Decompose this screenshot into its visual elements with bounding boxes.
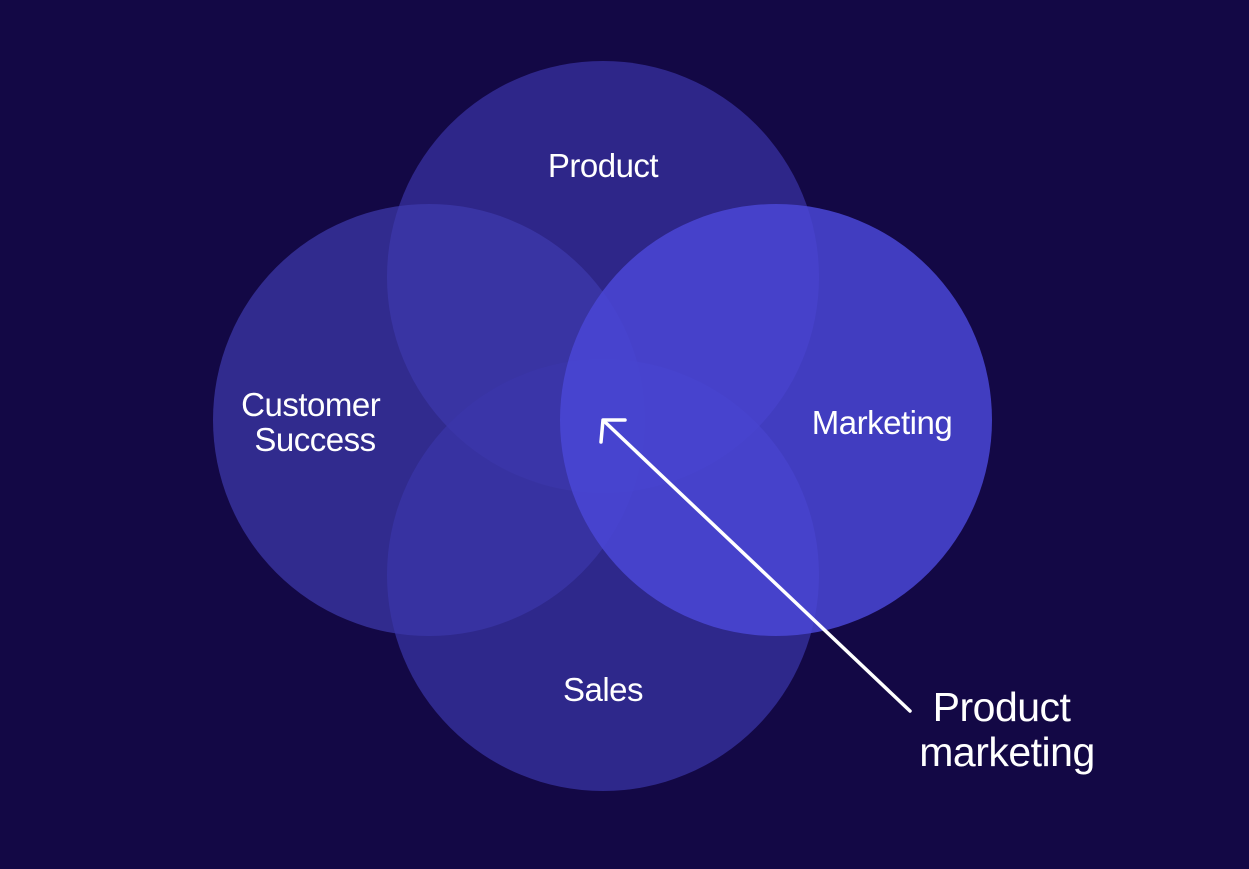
callout-arrow xyxy=(599,418,912,713)
product-label-line-1: Product xyxy=(548,147,659,184)
customer-success-label-line-1: Customer xyxy=(241,386,381,423)
marketing-label: Marketing xyxy=(812,404,952,441)
callout-arrow-line xyxy=(603,420,912,713)
product-marketing-callout: Product marketing xyxy=(919,684,1095,775)
product-label: Product xyxy=(548,147,659,184)
circle-labels: Product Customer Success Sales Marketing xyxy=(241,147,953,708)
customer-success-label-line-2: Success xyxy=(254,421,375,458)
marketing-circle xyxy=(560,204,992,636)
marketing-label-line-1: Marketing xyxy=(812,404,952,441)
sales-label-line-1: Sales xyxy=(563,671,643,708)
callout-label-line-2: marketing xyxy=(919,729,1095,775)
customer-success-label: Customer Success xyxy=(241,386,389,458)
callout-label-line-1: Product xyxy=(933,684,1072,730)
venn-circles xyxy=(213,61,992,791)
sales-label: Sales xyxy=(563,671,643,708)
arrow-head-icon xyxy=(599,418,627,444)
